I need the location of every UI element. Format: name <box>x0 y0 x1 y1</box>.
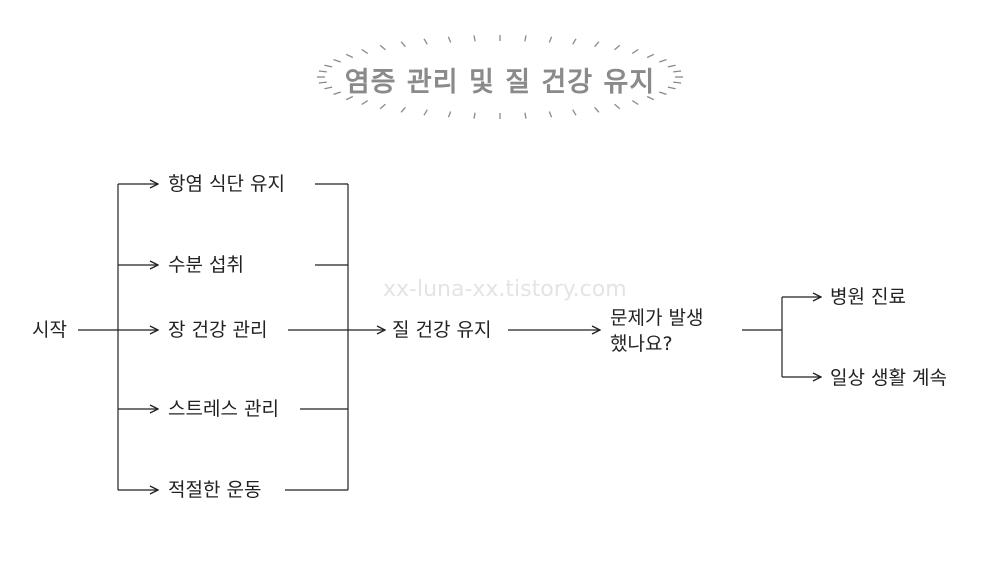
node-question: 문제가 발생 했나요? <box>610 305 703 357</box>
node-yes-outcome: 병원 진료 <box>830 286 906 308</box>
sunburst-ray <box>673 81 682 84</box>
watermark-text: xx-luna-xx.tistory.com <box>383 277 627 302</box>
sunburst-ray <box>594 106 600 113</box>
sunburst-ray <box>572 38 577 45</box>
node-start: 시작 <box>32 319 67 341</box>
question-line-1: 문제가 발생 <box>610 307 704 329</box>
sunburst-ray <box>345 53 354 59</box>
sunburst-ray <box>318 70 327 73</box>
sunburst-ray <box>324 86 333 90</box>
sunburst-ray <box>658 91 667 96</box>
node-branch2: 수분 섭취 <box>168 254 244 276</box>
sunburst-ray <box>594 41 600 48</box>
question-line-2: 했나요? <box>610 333 673 355</box>
sunburst-ray <box>324 64 333 68</box>
sunburst-ray <box>333 91 342 96</box>
sunburst-ray <box>631 100 639 106</box>
sunburst-ray <box>658 58 667 63</box>
sunburst-ray <box>447 36 452 43</box>
sunburst-ray <box>333 58 342 63</box>
diagram-title: 염증 관리 및 질 건강 유지 <box>344 67 656 98</box>
sunburst-ray <box>345 95 354 101</box>
sunburst-ray <box>646 53 655 59</box>
sunburst-ray <box>379 44 386 51</box>
sunburst-ray <box>400 41 406 48</box>
sunburst-ray <box>423 38 428 45</box>
sunburst-ray <box>631 48 639 54</box>
sunburst-ray <box>614 103 621 110</box>
sunburst-ray <box>572 109 577 116</box>
sunburst-ray <box>361 100 369 106</box>
node-no-outcome: 일상 생활 계속 <box>830 367 947 389</box>
sunburst-ray <box>379 103 386 110</box>
sunburst-ray <box>318 81 327 84</box>
sunburst-ray <box>614 44 621 51</box>
sunburst-ray <box>361 48 369 54</box>
sunburst-ray <box>524 35 527 42</box>
sunburst-ray <box>548 111 553 118</box>
sunburst-ray <box>673 70 682 73</box>
sunburst-ray <box>423 109 428 116</box>
sunburst-ray <box>667 86 676 90</box>
sunburst-ray <box>447 111 452 118</box>
node-branch1: 항염 식단 유지 <box>168 173 285 195</box>
title-sunburst-decoration <box>317 35 683 119</box>
sunburst-ray <box>473 35 476 42</box>
node-branch5: 적절한 운동 <box>168 479 262 501</box>
sunburst-ray <box>667 64 676 68</box>
sunburst-ray <box>473 112 476 119</box>
node-branch3: 장 건강 관리 <box>168 319 268 341</box>
sunburst-ray <box>524 112 527 119</box>
node-branch4: 스트레스 관리 <box>168 398 279 420</box>
sunburst-ray <box>646 95 655 101</box>
node-merge: 질 건강 유지 <box>392 319 492 341</box>
sunburst-ray <box>400 106 406 113</box>
sunburst-ray <box>548 36 553 43</box>
